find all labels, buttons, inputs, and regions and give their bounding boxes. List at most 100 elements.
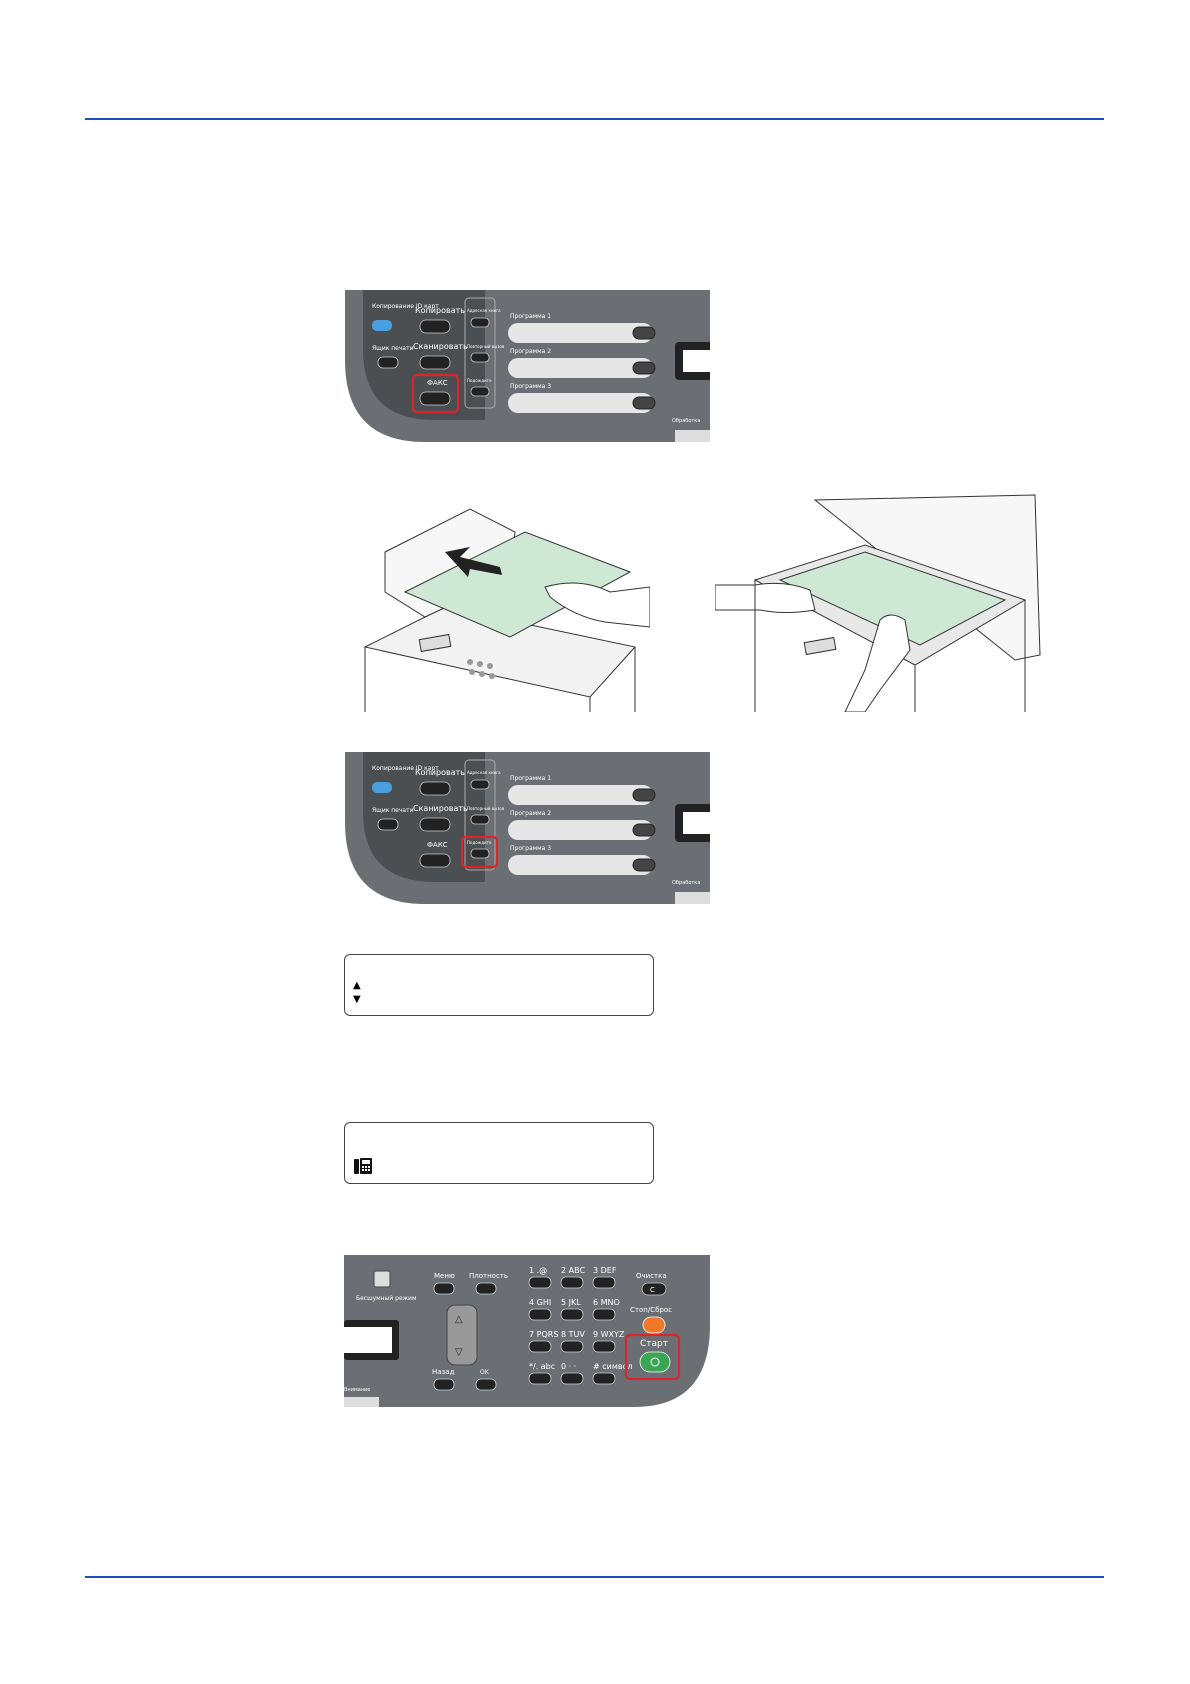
program2-strip xyxy=(508,358,653,378)
hand-left xyxy=(544,582,650,628)
keypad-key-8[interactable] xyxy=(560,1340,584,1353)
up-arrow-icon: △ xyxy=(455,1314,463,1325)
density-button[interactable] xyxy=(475,1282,497,1295)
scroll-up-icon: ▲ xyxy=(353,980,361,991)
program2-button[interactable] xyxy=(632,823,656,837)
program3-button[interactable] xyxy=(632,396,656,410)
insert-direction-arrow xyxy=(445,547,502,577)
program2-strip xyxy=(508,820,653,840)
control-panel-start-highlight: Бесшумный режим Внимание Меню Плотность … xyxy=(344,1255,710,1407)
menu-button[interactable] xyxy=(433,1282,455,1295)
redial-button[interactable] xyxy=(470,352,490,363)
keypad-key-label: # символ xyxy=(593,1362,633,1371)
lcd-screen-1: ▲ ▼ xyxy=(344,954,654,1016)
redial-button[interactable] xyxy=(470,814,490,825)
redial-label: Повторный вызов xyxy=(467,344,505,349)
keypad-key-7[interactable] xyxy=(528,1340,552,1353)
quiet-mode-button[interactable] xyxy=(373,1270,391,1288)
on-hook-button[interactable] xyxy=(470,848,490,859)
keypad-key-6[interactable] xyxy=(592,1308,616,1321)
on-hook-highlight-box xyxy=(460,835,499,869)
address-book-label: Адресная книга xyxy=(467,770,501,775)
program3-button[interactable] xyxy=(632,858,656,872)
scan-label: Сканировать xyxy=(413,804,468,813)
scan-button[interactable] xyxy=(419,817,451,832)
program3-strip xyxy=(508,855,653,875)
keypad-key-label: 0 · · xyxy=(561,1362,576,1371)
keypad-key-12[interactable] xyxy=(592,1372,616,1385)
fax-label: ФАКС xyxy=(427,841,448,849)
ok-button[interactable] xyxy=(475,1378,497,1391)
scan-label: Сканировать xyxy=(413,342,468,351)
start-button[interactable] xyxy=(639,1351,671,1373)
stop-reset-label: Стоп/Сброс xyxy=(630,1306,672,1314)
keypad-key-9[interactable] xyxy=(592,1340,616,1353)
job-box-label: Ящик печати xyxy=(372,345,414,352)
program1-button[interactable] xyxy=(632,326,656,340)
paper-on-glass xyxy=(778,551,1007,646)
keypad-key-label: 2 ABC xyxy=(561,1266,585,1275)
keypad-key-label: 7 PQRS xyxy=(529,1330,558,1339)
scroll-down-icon: ▼ xyxy=(353,994,361,1005)
program1-strip xyxy=(508,785,653,805)
lcd-screen-2 xyxy=(344,1122,654,1184)
keypad-key-label: */. abc xyxy=(529,1362,555,1371)
keypad-key-label: 5 JKL xyxy=(561,1298,581,1307)
density-label: Плотность xyxy=(469,1272,508,1280)
id-copy-label: Копирование ID карт xyxy=(372,303,439,310)
keypad-key-3[interactable] xyxy=(592,1276,616,1289)
program3-label: Программа 3 xyxy=(510,383,551,390)
copy-button[interactable] xyxy=(419,781,451,796)
keypad-key-11[interactable] xyxy=(560,1372,584,1385)
back-label: Назад xyxy=(432,1368,455,1376)
hand-left xyxy=(715,582,816,613)
start-icon xyxy=(650,1357,660,1367)
scan-button[interactable] xyxy=(419,355,451,370)
fax-button[interactable] xyxy=(419,391,451,406)
stop-reset-button[interactable] xyxy=(642,1316,666,1334)
program1-button[interactable] xyxy=(632,788,656,802)
keypad-key-4[interactable] xyxy=(528,1308,552,1321)
fax-button[interactable] xyxy=(419,853,451,868)
on-hook-button[interactable] xyxy=(470,386,490,397)
keypad-key-5[interactable] xyxy=(560,1308,584,1321)
address-book-label: Адресная книга xyxy=(467,308,501,313)
copy-button[interactable] xyxy=(419,319,451,334)
bottom-fragment: Внимание xyxy=(344,1387,370,1393)
copy-label: Копировать xyxy=(415,768,465,777)
id-copy-label: Копирование ID карт xyxy=(372,765,439,772)
job-box-button[interactable] xyxy=(377,818,399,831)
on-hook-label: Подождите xyxy=(467,840,492,845)
start-highlight-box xyxy=(624,1333,681,1381)
keypad-key-label: 1 .@ xyxy=(529,1266,547,1275)
start-label: Старт xyxy=(640,1339,668,1349)
paper-sheet xyxy=(403,531,632,638)
keypad-key-10[interactable] xyxy=(528,1372,552,1385)
job-box-button[interactable] xyxy=(377,356,399,369)
id-copy-button[interactable] xyxy=(372,320,392,331)
fax-label: ФАКС xyxy=(427,379,448,387)
brand-fragment: Обработка xyxy=(672,418,700,424)
keypad-key-label: 4 GHI xyxy=(529,1298,551,1307)
mode-panel-fax-highlight: Копирование ID карт Копировать Ящик печа… xyxy=(345,290,710,442)
keypad-key-2[interactable] xyxy=(560,1276,584,1289)
keypad-key-1[interactable] xyxy=(528,1276,552,1289)
clear-key-label: C xyxy=(650,1286,655,1294)
hand-right xyxy=(844,614,911,712)
brand-fragment: Обработка xyxy=(672,880,700,886)
program2-label: Программа 2 xyxy=(510,810,551,817)
address-book-button[interactable] xyxy=(470,317,490,328)
fax-highlight-box xyxy=(411,373,460,414)
document-feeder-illustration xyxy=(363,508,650,712)
ok-label: OK xyxy=(480,1369,490,1376)
program2-button[interactable] xyxy=(632,361,656,375)
arrow-keys[interactable] xyxy=(446,1304,478,1366)
job-box-label: Ящик печати xyxy=(372,807,414,814)
clear-button[interactable] xyxy=(641,1282,667,1296)
id-copy-button[interactable] xyxy=(372,782,392,793)
lcd-window xyxy=(344,1327,392,1353)
lcd-window xyxy=(683,812,710,834)
address-book-button[interactable] xyxy=(470,779,490,790)
back-button[interactable] xyxy=(433,1378,455,1391)
